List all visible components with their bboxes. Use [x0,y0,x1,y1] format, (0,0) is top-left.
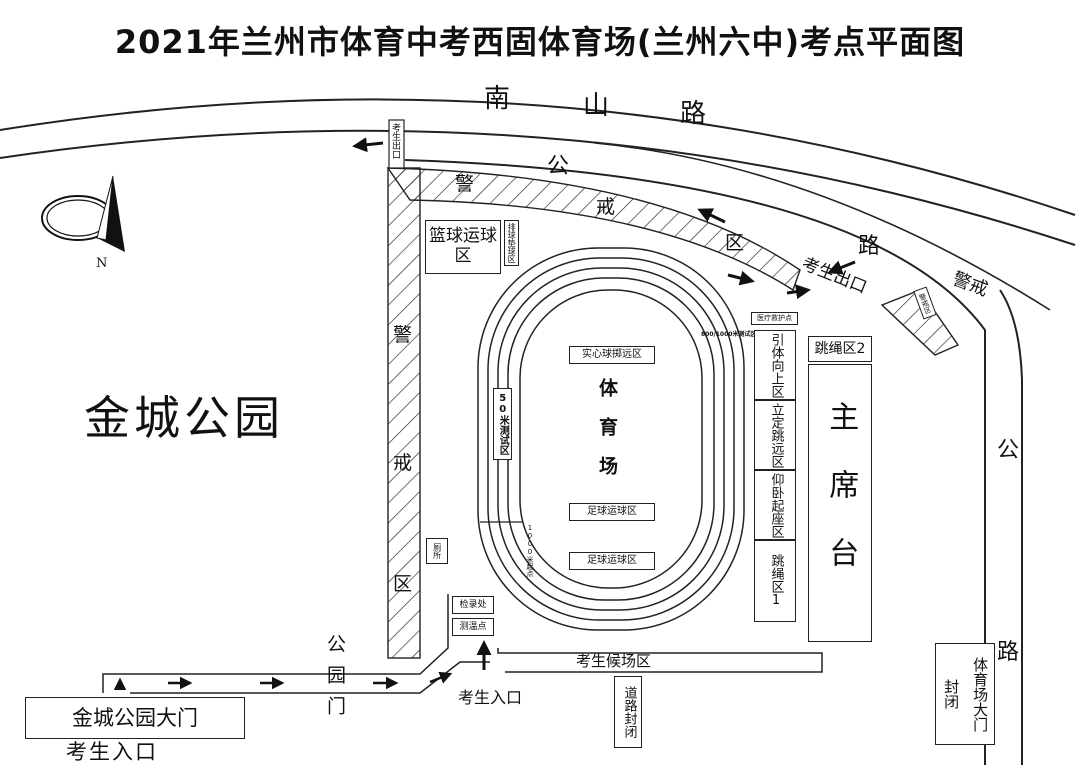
police-strip-top [386,167,801,292]
approach-road-top [102,594,449,693]
road-label-shan: 山 [583,91,610,121]
toilet-label: 厕所 [432,543,442,559]
volleyball-zone-label: 排球垫球区 [507,223,517,263]
sprint-50-label: 50米测试区 [497,393,509,455]
medical-point: 医疗救护点 [751,312,798,325]
toilet: 厕所 [426,538,448,564]
football-zone-1: 足球运球区 [569,503,655,521]
page-title: 2021年兰州市体育中考西固体育场(兰州六中)考点平面图 [114,23,966,61]
volleyball-zone: 排球垫球区 [504,220,519,266]
closed-label: 封闭 [942,679,961,709]
park-gate-entrance-label: 考生入口 [66,740,158,764]
exam-entrance-label: 考生入口 [458,688,523,707]
rope-zone-2: 跳绳区2 [808,336,872,362]
gong-road-label-gong: 公 [547,154,570,179]
road-closed-box: 道路封闭 [614,676,642,748]
long-jump-zone: 立定跳远区 [754,400,796,470]
road-label-lu: 路 [680,99,707,129]
track-inner-field [519,289,703,589]
arrow-track-road-2 [727,270,755,286]
park-name: 金城公园 [84,391,284,445]
pullup-label: 引体向上区 [768,332,784,398]
waiting-zone-label: 考生候场区 [576,652,652,670]
medicine-ball-zone: 实心球掷远区 [569,346,655,364]
stadium-label: 体育场 [596,378,618,495]
police-left-qu: 区 [393,573,413,595]
arrow-road-5 [429,671,453,684]
arrow-track-road-1 [697,208,726,224]
stadium-gate-label: 体育场大门 [971,656,990,732]
police-left-jing: 警 [393,324,413,346]
track-lane-1 [477,247,745,631]
police-top-qu: 区 [725,232,745,254]
gong-road-label-lu: 路 [858,234,881,259]
temperature-point: 测温点 [452,618,494,636]
exam-exit-top-label: 考生出口 [390,123,400,159]
approach-road-bottom [130,661,490,694]
sprint-50-zone: 50米测试区 [493,388,512,460]
situp-zone: 仰卧起座区 [754,470,796,540]
police-top-jing: 警 [455,173,475,195]
situp-label: 仰卧起座区 [768,472,784,538]
gong-road-right-lu: 路 [997,640,1020,665]
long-jump-label: 立定跳远区 [768,402,784,468]
gong-road-right-gong: 公 [997,438,1020,463]
road-label-nan: 南 [484,84,511,114]
road-closed-label: 道路封闭 [621,686,637,738]
run-800-1000-label: 800/1000米测试区 [701,331,757,338]
grandstand-label: 主席台 [823,401,859,605]
nanshan-road-lane [594,142,1051,311]
police-strip-left [387,167,421,659]
gong-road-left-edge [404,159,986,765]
exit-gate-box [388,119,405,169]
start-1000-label: 1000米起点 [526,524,534,577]
arrow-outer-road [827,260,856,275]
nanshan-road-outer [0,98,1076,216]
gong-road-right-edge [999,289,1023,765]
waiting-road-top [497,648,823,673]
nanshan-road-inner [0,129,1076,246]
pullup-zone: 引体向上区 [754,330,796,400]
arrow-track-road-3 [786,284,811,300]
compass-north-label: N [96,256,108,271]
checkin-point: 检录处 [452,596,494,614]
track-lane-2 [487,257,735,621]
basketball-zone: 篮球运球区 [425,220,501,274]
football-zone-2: 足球运球区 [569,552,655,570]
police-left-jie: 戒 [393,452,413,474]
park-main-gate: 金城公园大门 [25,697,245,739]
park-gate-label: 公园门 [324,634,346,727]
police-top-jie: 戒 [596,196,616,218]
stadium-gate-box: 封闭 体育场大门 [935,643,995,745]
arrow-exit-top [352,137,384,153]
grandstand: 主席台 [808,364,872,642]
rope-zone-1-label: 跳绳区1 [768,554,784,608]
rope-zone-1: 跳绳区1 [754,540,796,622]
police-triangle-right [880,289,960,356]
